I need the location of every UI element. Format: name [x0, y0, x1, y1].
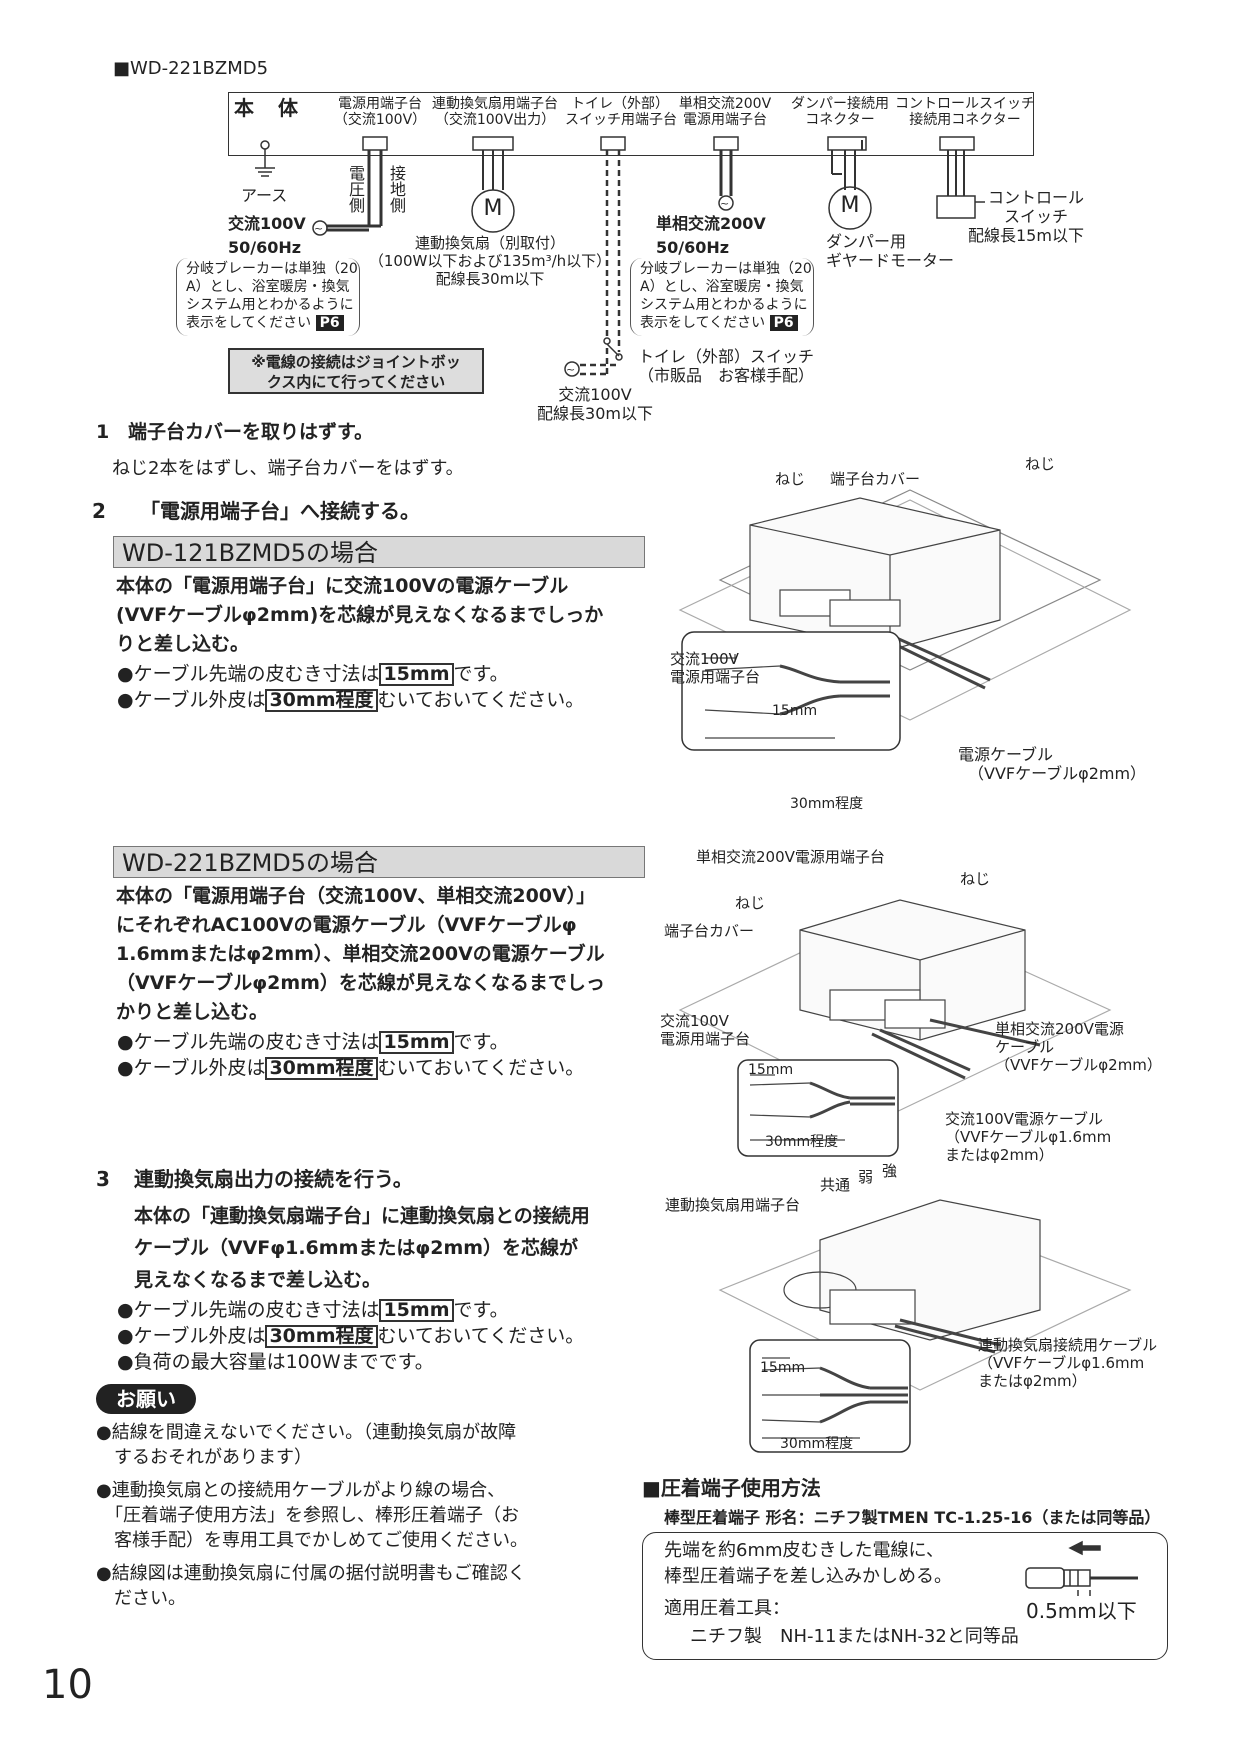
fan-motor-symbol: M	[483, 196, 503, 221]
case121-heading: WD-121BZMD5の場合	[122, 539, 379, 567]
svg-text:~: ~	[566, 363, 575, 376]
fig2-sheath-dim: 30mm程度	[765, 1134, 839, 1150]
step3-number: 3	[96, 1167, 110, 1191]
main-unit-box	[228, 92, 1034, 156]
terminal-label-toilet: トイレ（外部）スイッチ用端子台	[565, 96, 677, 128]
control-switch-description: コントロール スイッチ 配線長15m以下	[968, 188, 1085, 245]
main-unit-label: 本 体	[234, 96, 300, 120]
terminal-label-power100: 電源用端子台（交流100V）	[333, 96, 427, 128]
fig2-top-label: 単相交流200V電源用端子台	[696, 848, 885, 866]
wiring-diagram-lines: ~ ~ ~	[255, 136, 985, 377]
crimp-line4: ニチフ製 NH-11またはNH-32と同等品	[690, 1626, 1019, 1647]
damper-motor-symbol: M	[840, 193, 860, 218]
step2-number: 2	[92, 499, 106, 523]
case221-body: 本体の「電源用端子台（交流100V、単相交流200V）」にそれぞれAC100Vの…	[116, 885, 605, 1023]
onegai-item: ●結線を間違えないでください。（連動換気扇が故障 するおそれがあります）	[96, 1422, 517, 1468]
onegai-item: ●連動換気扇との接続用ケーブルがより線の場合、 「圧着端子使用方法」を参照し、棒…	[96, 1480, 528, 1551]
page-number: 10	[42, 1662, 93, 1708]
terminal-label-control: コントロールスイッチ接続用コネクター	[895, 96, 1035, 128]
fig1-screw-right: ねじ	[1025, 455, 1056, 473]
crimp-line2: 棒型圧着端子を差し込みかしめる。	[664, 1566, 952, 1587]
fig2-screw-left: ねじ	[735, 894, 766, 912]
step1-desc: ねじ2本をはずし、端子台カバーをはずす。	[112, 458, 464, 479]
fig3-weak: 弱	[858, 1168, 874, 1186]
crimp-line3: 適用圧着工具：	[664, 1598, 790, 1619]
fig2-screw-right: ねじ	[960, 870, 991, 888]
crimp-dim: 0.5mm以下	[1026, 1599, 1137, 1623]
fig3-terminal-label: 連動換気扇用端子台	[665, 1196, 801, 1214]
step3-bullet-load: ●負荷の最大容量は100Wまでです。	[117, 1351, 434, 1373]
fig2-cover-label: 端子台カバー	[664, 922, 755, 940]
step1-title: 端子台カバーを取りはずす。	[128, 421, 374, 443]
joint-box-note: ※電線の接続はジョイントボッ クス内にて行ってください	[228, 348, 484, 394]
crimp-line1: 先端を約6mm皮むきした電線に、	[664, 1540, 944, 1561]
page-ref-badge-1: P6	[315, 315, 344, 331]
terminal-label-fan: 連動換気扇用端子台（交流100V出力）	[432, 96, 558, 128]
fig3-sheath-dim: 30mm程度	[780, 1436, 854, 1452]
crimp-box	[642, 1532, 1168, 1660]
step1-number: 1	[96, 421, 110, 443]
fig2-cable200-label: 単相交流200V電源ケーブル（VVFケーブルφ2mm）	[995, 1020, 1162, 1074]
fig3-strip-dim: 15mm	[760, 1360, 806, 1376]
step3-body: 本体の「連動換気扇端子台」に連動換気扇との接続用ケーブル（VVFφ1.6mmまた…	[134, 1205, 590, 1291]
fig1-sheath-dim: 30mm程度	[790, 796, 864, 812]
case121-heading-bar: WD-121BZMD5の場合	[113, 536, 645, 568]
onegai-list: ●結線を間違えないでください。（連動換気扇が故障 するおそれがあります） ●連動…	[96, 1420, 616, 1611]
damper-description: ダンパー用ギヤードモーター	[826, 232, 955, 270]
fig2-strip-dim: 15mm	[748, 1062, 794, 1078]
fig1-cover-label: 端子台カバー	[830, 470, 921, 488]
fan-description: 連動換気扇（別取付）（100W以下および135m³/h以下）配線長30m以下	[368, 234, 612, 288]
fig1-strip-dim: 15mm	[772, 703, 818, 719]
freq-label-1: 50/60Hz	[228, 238, 302, 257]
ac100-label: 交流100V	[228, 214, 306, 233]
onegai-badge: お願い	[96, 1384, 196, 1414]
figure2-illustration	[678, 899, 1112, 1157]
figure3-illustration	[718, 1199, 1132, 1453]
model-title: ■WD-221BZMD5	[113, 58, 269, 79]
step3-title: 連動換気扇出力の接続を行う。	[134, 1167, 413, 1191]
svg-text:~: ~	[314, 222, 323, 235]
fig1-screw-left: ねじ	[775, 470, 806, 488]
fig3-strong: 強	[882, 1162, 898, 1180]
case221-heading-bar: WD-221BZMD5の場合	[113, 846, 645, 878]
svg-text:~: ~	[720, 197, 729, 210]
freq-label-2: 50/60Hz	[656, 238, 730, 257]
toilet-switch-description: トイレ（外部）スイッチ（市販品 お客様手配）	[638, 347, 815, 385]
page-ref-badge-2: P6	[769, 315, 798, 331]
voltage-side-label: 電圧側	[349, 164, 366, 215]
ground-side-label: 接地側	[390, 164, 407, 215]
crimp-subtitle: 棒型圧着端子 形名：ニチフ製TMEN TC-1.25-16（または同等品）	[664, 1508, 1161, 1527]
fig1-cable-label: 電源ケーブル（VVFケーブルφ2mm）	[958, 745, 1147, 783]
figure1-illustration	[678, 489, 1132, 751]
terminal-label-damper: ダンパー接続用コネクター	[791, 96, 889, 128]
fig3-common: 共通	[820, 1176, 851, 1194]
crimp-title: ■圧着端子使用方法	[642, 1476, 821, 1500]
step2-title: 「電源用端子台」へ接続する。	[140, 499, 420, 523]
onegai-item: ●結線図は連動換気扇に付属の据付説明書もご確認く ださい。	[96, 1563, 526, 1609]
case221-heading: WD-221BZMD5の場合	[122, 849, 379, 877]
ac200-label: 単相交流200V	[656, 214, 766, 233]
earth-label: アース	[241, 186, 288, 205]
case121-body: 本体の「電源用端子台」に交流100Vの電源ケーブル(VVFケーブルφ2mm)を芯…	[116, 575, 604, 655]
crimp-terminal-icon	[1025, 1540, 1138, 1596]
